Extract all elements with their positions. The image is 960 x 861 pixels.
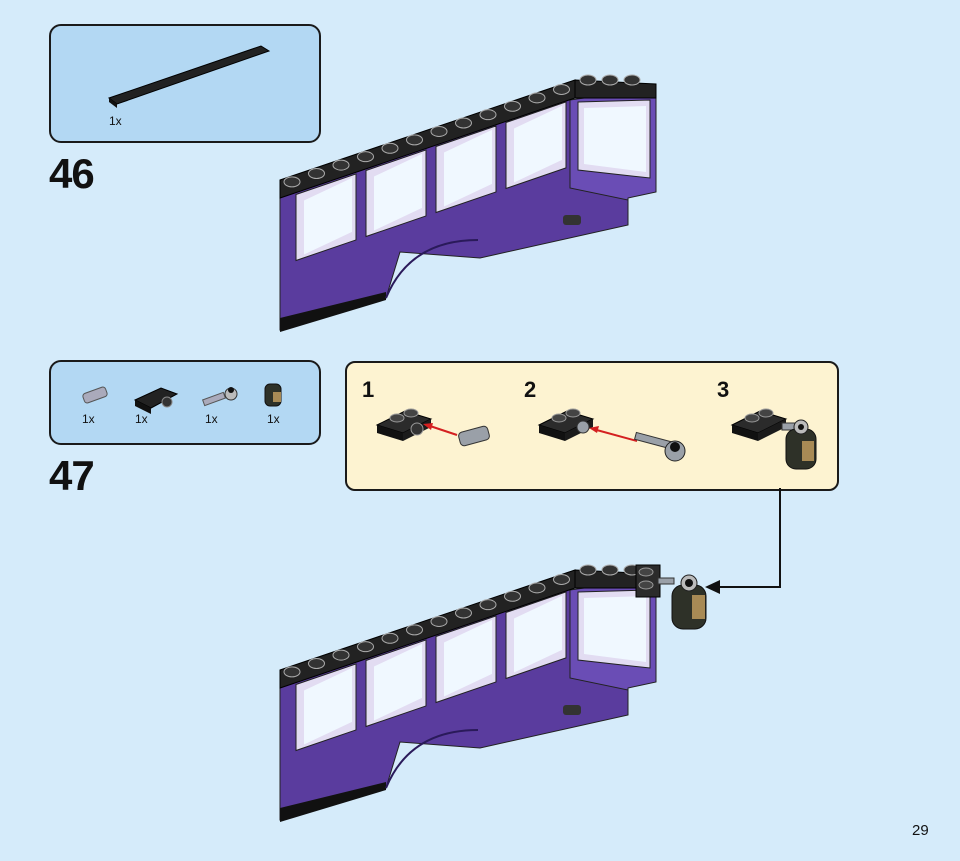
part-quantity: 1x bbox=[267, 412, 280, 426]
attached-round-brick bbox=[635, 564, 707, 630]
red-arrow-icon bbox=[592, 428, 638, 442]
pin-connector-part-icon bbox=[82, 386, 108, 404]
parts-box-step-47: 1x 1x 1x 1x bbox=[49, 360, 321, 445]
wall-model-step-46 bbox=[279, 74, 657, 332]
parts-box-step-46: 1x bbox=[49, 24, 321, 143]
connector-arrow bbox=[705, 488, 781, 594]
assembled-illustration bbox=[730, 408, 817, 470]
clip-plate-illustration bbox=[537, 408, 686, 462]
clip-plate-illustration bbox=[375, 408, 490, 447]
step-number-46: 46 bbox=[49, 150, 95, 197]
substep-number-3: 3 bbox=[717, 377, 730, 402]
substep-number-1: 1 bbox=[362, 377, 375, 402]
part-quantity: 1x bbox=[135, 412, 148, 426]
wall-model-step-47 bbox=[279, 564, 657, 822]
substep-illustrations bbox=[375, 408, 817, 470]
printed-round-brick-part-icon bbox=[264, 383, 282, 407]
clip-plate-part-icon bbox=[133, 387, 179, 414]
red-arrow-icon bbox=[426, 424, 458, 436]
part-quantity: 1x bbox=[109, 114, 122, 128]
black-plate-part-icon bbox=[107, 45, 271, 108]
page-number: 29 bbox=[912, 822, 929, 839]
substep-callout: 1 2 3 bbox=[345, 361, 839, 491]
bar-clip-part-icon bbox=[201, 387, 238, 407]
part-quantity: 1x bbox=[205, 412, 218, 426]
step-number-47: 47 bbox=[49, 452, 95, 499]
part-quantity: 1x bbox=[82, 412, 95, 426]
substep-number-2: 2 bbox=[524, 377, 537, 402]
